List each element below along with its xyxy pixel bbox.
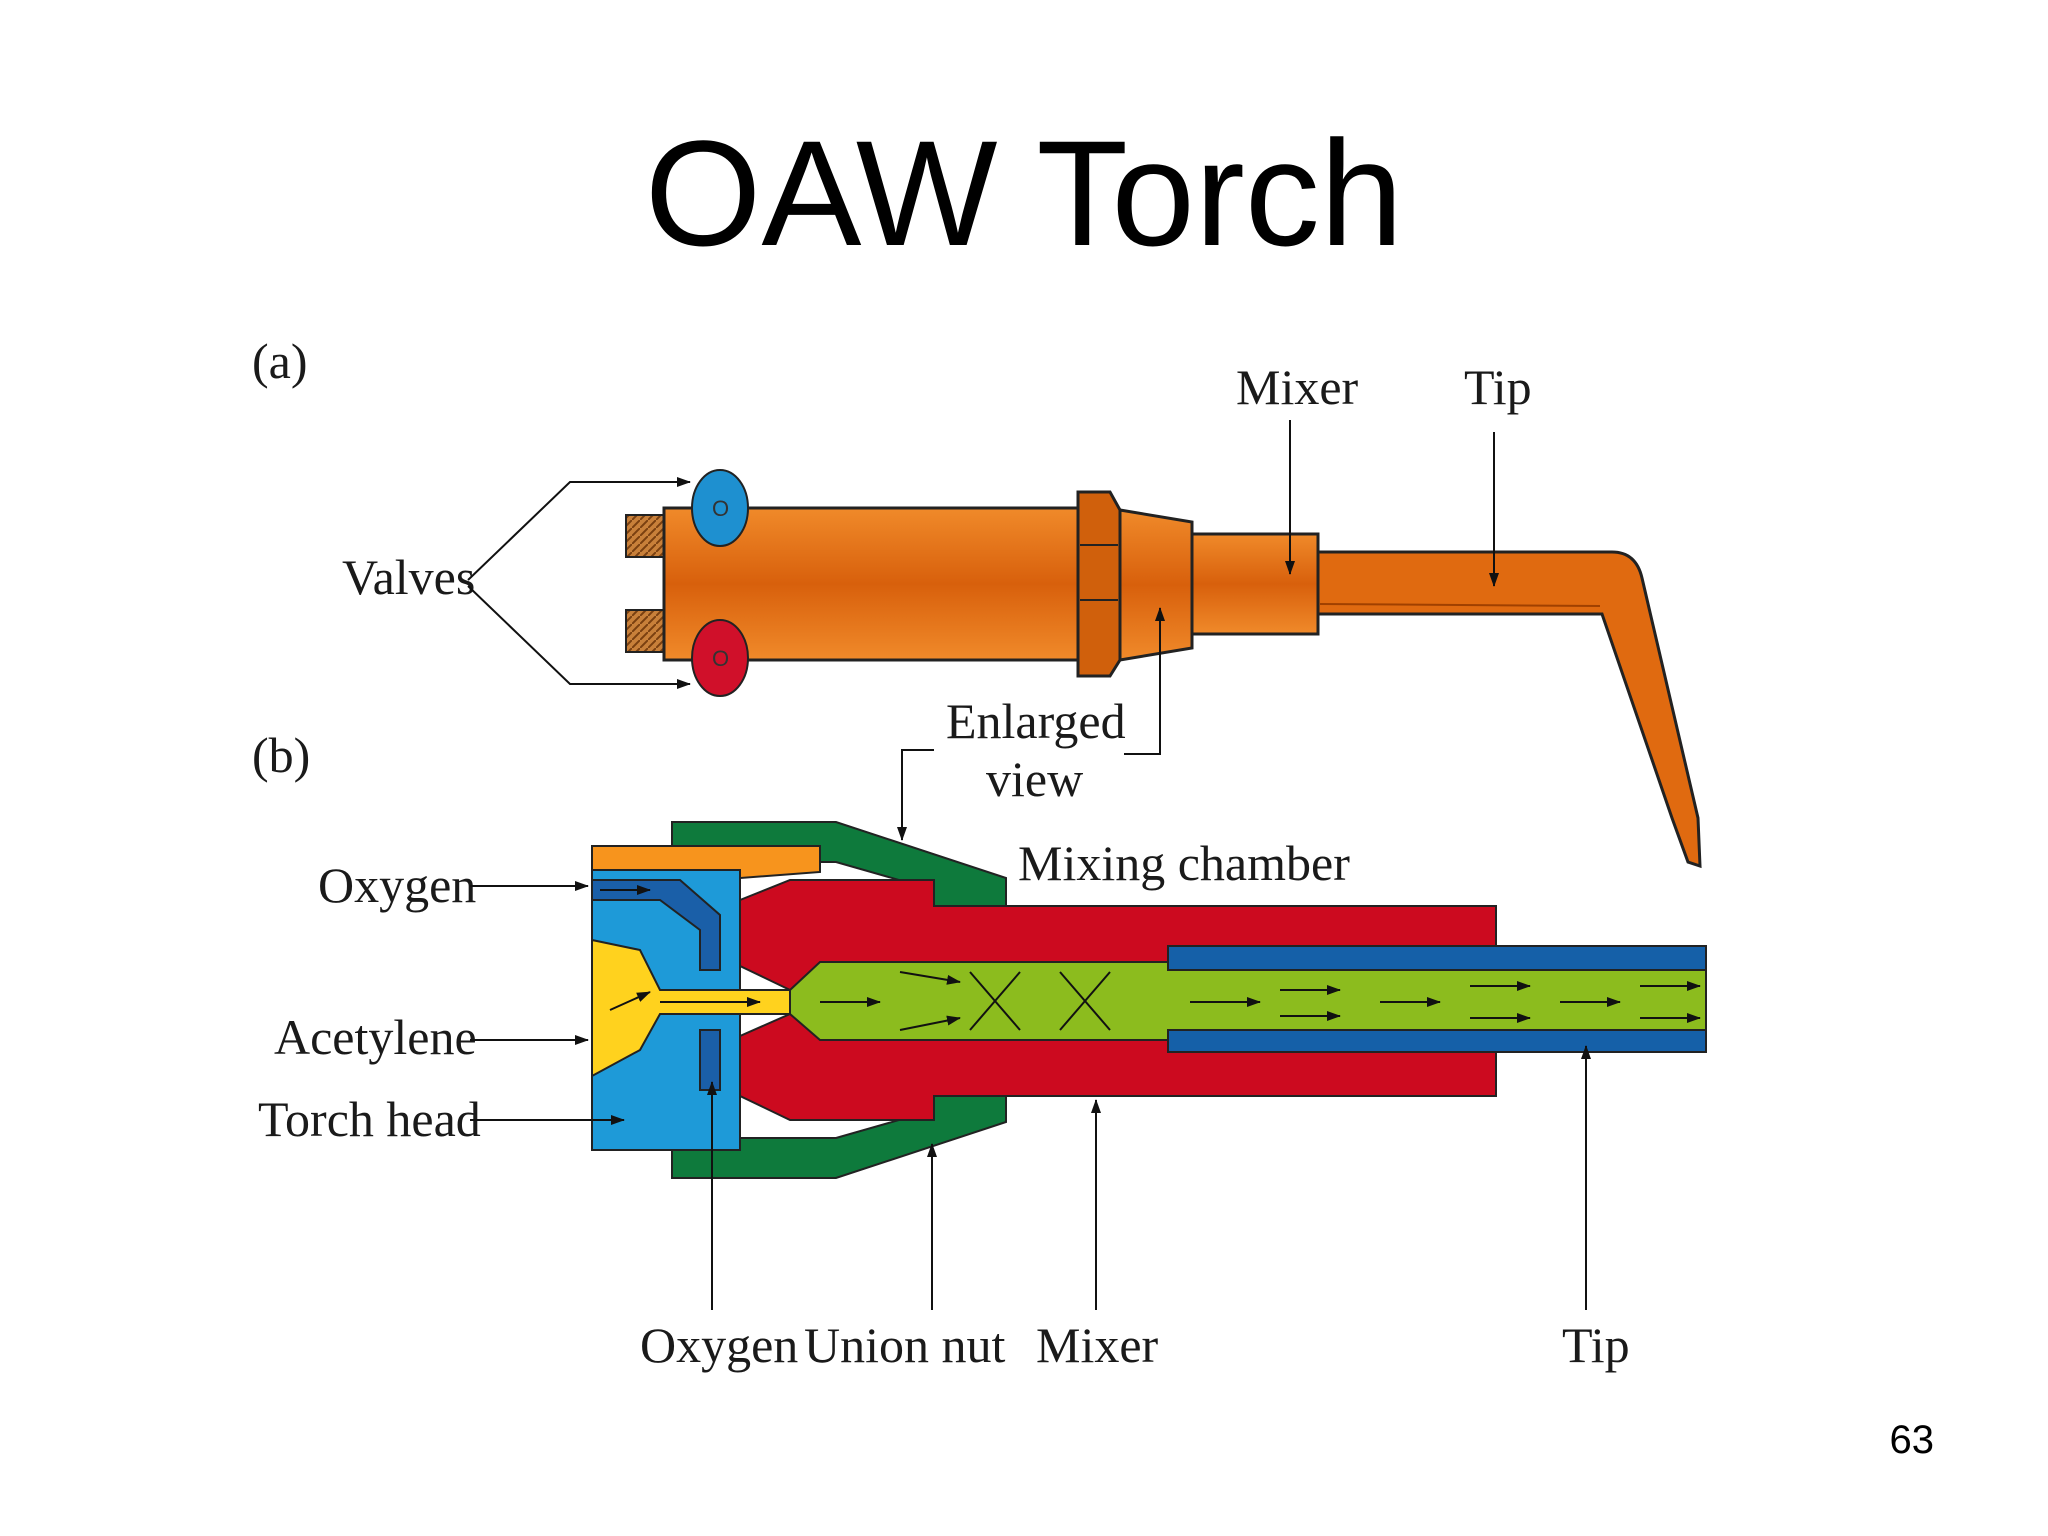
union-nut-label: Union nut bbox=[804, 1317, 1006, 1373]
valve-oxygen-label: O bbox=[712, 496, 729, 521]
mixer-bottom-label: Mixer bbox=[1036, 1317, 1159, 1373]
enlarged-label-1: Enlarged bbox=[946, 693, 1126, 749]
valve-stem-top bbox=[625, 514, 667, 558]
page-number: 63 bbox=[1889, 1418, 1935, 1462]
oxygen-channel-bottom bbox=[699, 1029, 721, 1091]
tip-a bbox=[1316, 550, 1702, 869]
oxygen-channel-top bbox=[591, 879, 721, 971]
slide-title: OAW Torch bbox=[644, 109, 1404, 277]
oxygen-in-label: Oxygen bbox=[318, 857, 476, 913]
torch-head-label: Torch head bbox=[258, 1091, 481, 1147]
torch-taper bbox=[1118, 508, 1194, 662]
mixing-chamber-label: Mixing chamber bbox=[1018, 835, 1350, 891]
mixer-a bbox=[1190, 532, 1320, 636]
enlarged-label-2: view bbox=[986, 751, 1083, 807]
panel-a-tag: (a) bbox=[252, 333, 308, 389]
valve-stem-bottom bbox=[625, 609, 667, 653]
valve-acetylene-label: O bbox=[712, 646, 729, 671]
valve-oxygen[interactable] bbox=[691, 469, 749, 547]
tip-label-a: Tip bbox=[1464, 359, 1532, 415]
mixer-label-a: Mixer bbox=[1236, 359, 1359, 415]
panel-a: (a) O O Valves bbox=[252, 333, 1702, 869]
panel-b: (b) bbox=[252, 727, 1707, 1373]
tip-bottom-label: Tip bbox=[1562, 1317, 1630, 1373]
panel-b-tag: (b) bbox=[252, 727, 310, 783]
acetylene-label: Acetylene bbox=[274, 1009, 477, 1065]
valve-acetylene[interactable] bbox=[691, 619, 749, 697]
oxygen-bottom-label: Oxygen bbox=[640, 1317, 798, 1373]
valves-label: Valves bbox=[342, 549, 475, 605]
union-nut-a bbox=[1076, 490, 1122, 678]
flow-arrows bbox=[600, 885, 1701, 1031]
